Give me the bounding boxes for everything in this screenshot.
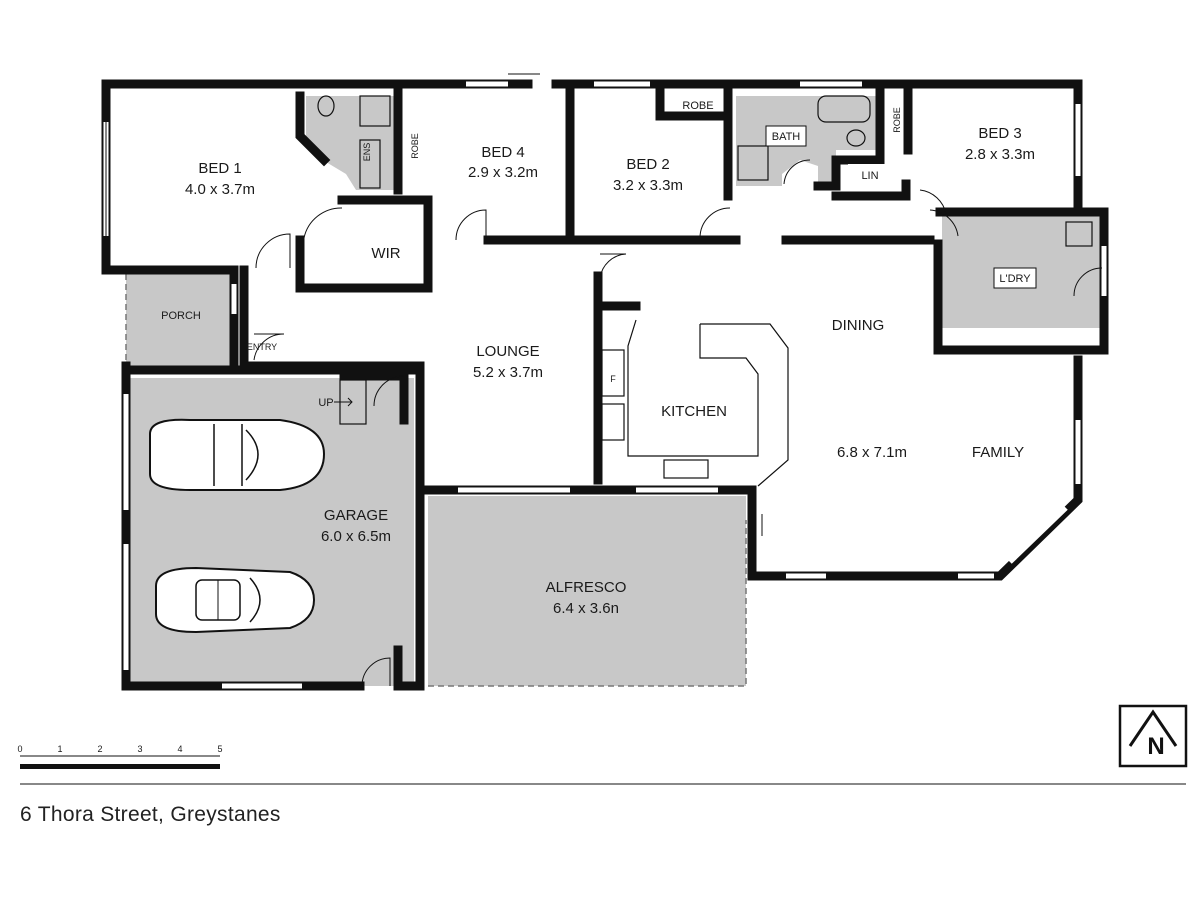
door-bath	[783, 159, 811, 185]
family-name: FAMILY	[972, 444, 1024, 461]
bed1-name: BED 1	[198, 160, 241, 177]
ens-name: ENS	[362, 143, 372, 162]
door-bed2	[699, 207, 731, 239]
property-address: 6 Thora Street, Greystanes	[20, 803, 281, 826]
laundry-tub	[1065, 221, 1093, 247]
doors	[253, 73, 1103, 687]
kitchen-fittings	[317, 95, 1093, 487]
dining-name: DINING	[832, 317, 885, 334]
scale-tick-5: 5	[217, 744, 222, 754]
ensuite-floor	[306, 96, 398, 190]
toilet-bath	[846, 129, 866, 147]
shower-ens	[359, 95, 391, 127]
door-laundry-ext	[1073, 267, 1103, 297]
door-wir	[303, 207, 343, 239]
garage-size: 6.0 x 6.5m	[321, 528, 391, 545]
laundry-name: L'DRY	[999, 273, 1031, 285]
scale-tick-4: 4	[177, 744, 182, 754]
bed2-size: 3.2 x 3.3m	[613, 177, 683, 194]
wall-laundry	[933, 207, 1109, 355]
door-bed1	[255, 233, 291, 269]
room-labels: BED 1 4.0 x 3.7m BED 4 2.9 x 3.2m BED 2 …	[161, 125, 1035, 617]
wall-lin	[813, 79, 885, 191]
scale-tick-3: 3	[137, 744, 142, 754]
bed4-size: 2.9 x 3.2m	[468, 164, 538, 181]
lin-name: LIN	[861, 170, 878, 182]
kitchen-island-inner	[627, 319, 759, 457]
wall-bed1-west	[101, 79, 239, 275]
lin-label-bg	[848, 164, 892, 186]
bath-name: BATH	[772, 131, 801, 143]
bed3-name: BED 3	[978, 125, 1021, 142]
door-lounge	[599, 253, 627, 279]
scale-tick-0: 0	[17, 744, 22, 754]
kitchen-island-outer	[700, 323, 789, 487]
scale-tick-2: 2	[97, 744, 102, 754]
door-bed4	[455, 209, 487, 241]
compass-box	[1118, 704, 1188, 768]
wall-lin-south	[831, 179, 911, 201]
door-garage-side	[361, 657, 391, 687]
wall-robe-bed2	[655, 79, 731, 121]
door-entry	[253, 333, 285, 361]
fridge-marker: F	[610, 374, 616, 384]
door-laundry	[929, 209, 959, 237]
bed2-name: BED 2	[626, 156, 669, 173]
small-labels: L'DRY BATH LIN ENTRY ROBE ROBE ROBE ENS …	[247, 100, 1037, 409]
vanity-ens	[359, 139, 381, 189]
door-bed3	[919, 189, 947, 215]
dashed-outlines	[125, 274, 747, 687]
cooktop	[601, 403, 625, 441]
up-marker: UP	[318, 397, 333, 409]
robe-bed2-name: ROBE	[682, 100, 713, 112]
compass-arrow-icon	[1128, 709, 1178, 747]
alfresco-size: 6.4 x 3.6n	[553, 600, 619, 617]
porch-floor	[126, 274, 234, 366]
scale-tick-1: 1	[57, 744, 62, 754]
wall-wir	[295, 195, 433, 293]
wir-name: WIR	[371, 245, 400, 262]
scale-bar-line	[20, 764, 220, 769]
kitchen-sink	[663, 459, 709, 479]
bath-label-box	[765, 125, 807, 147]
lounge-name: LOUNGE	[476, 343, 539, 360]
garage-name: GARAGE	[324, 507, 388, 524]
entry-name: ENTRY	[247, 342, 277, 352]
car-icon-bottom	[155, 566, 316, 634]
laundry-label-box	[993, 267, 1037, 289]
fridge-space	[601, 349, 625, 397]
car-icon-top	[149, 418, 326, 491]
scale-bar: 0 1 2 3 4 5	[17, 744, 223, 769]
kitchen-name: KITCHEN	[661, 403, 727, 420]
bathtub	[817, 95, 871, 123]
alfresco-floor	[428, 496, 746, 686]
porch-name: PORCH	[161, 310, 201, 322]
lounge-size: 5.2 x 3.7m	[473, 364, 543, 381]
north-compass-icon: N	[1118, 704, 1188, 768]
up-arrow-icon	[334, 397, 353, 407]
alfresco-name: ALFRESCO	[546, 579, 627, 596]
bed1-size: 4.0 x 3.7m	[185, 181, 255, 198]
compass-letter: N	[1147, 733, 1164, 760]
window-family-bay	[1008, 506, 1068, 564]
family-size: 6.8 x 7.1m	[837, 444, 907, 461]
bed4-name: BED 4	[481, 144, 524, 161]
shower-bath	[737, 145, 769, 181]
bed3-size: 2.8 x 3.3m	[965, 146, 1035, 163]
alfresco-dashed-edge	[428, 520, 747, 687]
robe-bed3-name: ROBE	[892, 107, 902, 133]
windows	[103, 81, 1107, 689]
toilet-ens	[317, 95, 335, 117]
bath-floor	[736, 96, 880, 186]
door-garage-internal	[373, 375, 405, 407]
wall-ens-west	[295, 91, 331, 167]
robe-bed4-name: ROBE	[410, 133, 420, 159]
